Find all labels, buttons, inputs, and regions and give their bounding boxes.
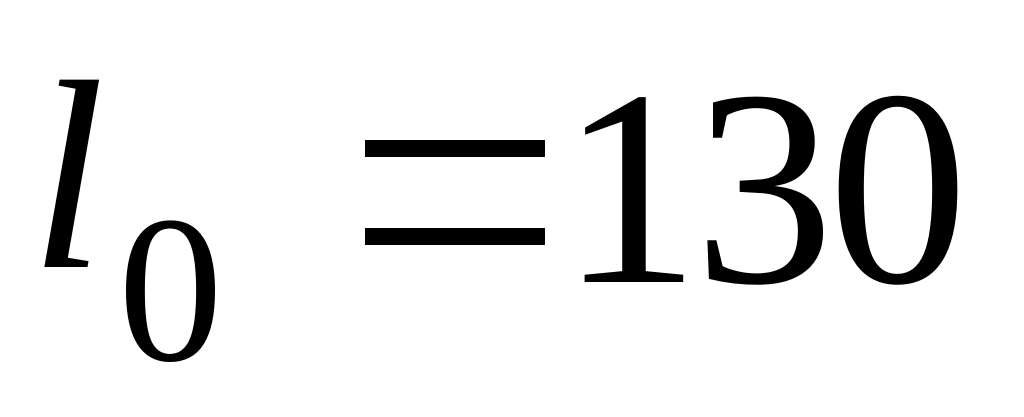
equals-bar-bottom (365, 228, 545, 245)
equation-value: 130 (560, 32, 968, 343)
variable-symbol: l (30, 27, 106, 326)
equals-bar-top (365, 140, 545, 157)
variable-subscript: 0 (118, 174, 223, 406)
equals-sign (365, 140, 545, 245)
